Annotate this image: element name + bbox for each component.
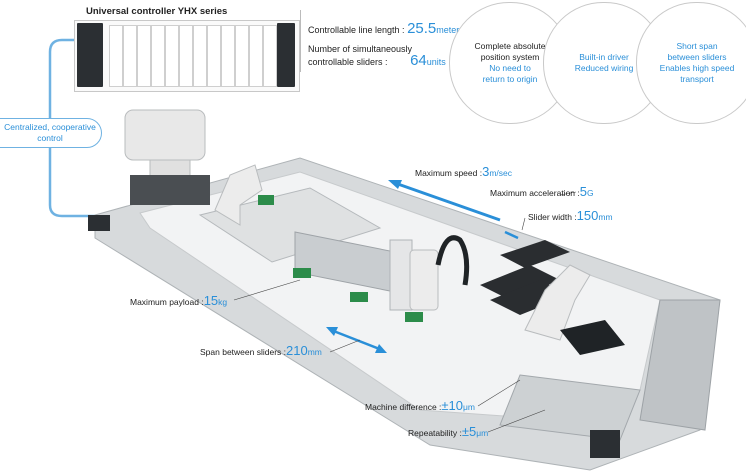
feature-title-2: position system xyxy=(480,52,540,62)
machine-diff-label: Machine difference :±10μm xyxy=(365,398,475,413)
max-accel-value: 5 xyxy=(579,184,587,199)
controller-module-left xyxy=(77,23,103,87)
accel-leader xyxy=(559,191,577,196)
span-arrow xyxy=(330,328,383,352)
max-payload-value: 15 xyxy=(203,293,219,308)
line-length-value: 25.5 xyxy=(407,20,437,37)
controller-illustration xyxy=(74,20,300,92)
speed-arrow-head xyxy=(388,180,402,189)
controller-slot xyxy=(221,25,235,87)
controller-slot xyxy=(249,25,263,87)
span-arrow-head xyxy=(326,327,338,336)
upright-robot xyxy=(409,249,439,311)
span-text: Span between sliders : xyxy=(200,347,286,357)
controller-slot xyxy=(193,25,207,87)
slider-width-value: 150 xyxy=(576,208,599,223)
repeatability-unit: μm xyxy=(476,428,489,438)
max-payload-label: Maximum payload :15kg xyxy=(130,293,227,308)
feature-line-1: Built-in driver xyxy=(579,52,629,62)
articulated-robot xyxy=(214,164,263,226)
line-length-unit: meters xyxy=(436,25,464,35)
machine-leader xyxy=(477,379,521,407)
feature-line-2: between sliders xyxy=(667,52,727,62)
slider-width-label: Slider width :150mm xyxy=(528,208,613,223)
scara-robot xyxy=(124,109,206,161)
column xyxy=(389,239,413,311)
max-payload-text: Maximum payload : xyxy=(130,297,204,307)
slider-module xyxy=(350,292,368,302)
repeat-leader xyxy=(487,409,546,433)
speed-arrow-line xyxy=(394,181,501,222)
max-speed-text: Maximum speed : xyxy=(415,168,483,178)
tray xyxy=(480,265,560,300)
max-payload-unit: kg xyxy=(218,297,228,307)
tray xyxy=(500,240,570,268)
sliders-label-1: Number of simultaneously xyxy=(308,44,413,54)
cooperative-control-badge: Centralized, cooperative control xyxy=(0,118,102,148)
width-arrow xyxy=(504,230,519,240)
width-leader xyxy=(521,217,526,231)
slider-module xyxy=(293,268,311,278)
span-label: Span between sliders :210mm xyxy=(200,343,322,358)
slider-module xyxy=(405,312,423,322)
spec-divider xyxy=(300,10,301,72)
slider-module xyxy=(258,195,274,205)
max-accel-label: Maximum acceleration :5G xyxy=(490,184,594,199)
max-speed-label: Maximum speed :3m/sec xyxy=(415,164,512,179)
slider-width-text: Slider width : xyxy=(528,212,577,222)
feature-line-1: Short span xyxy=(676,41,718,51)
rail-end-block xyxy=(88,215,110,231)
max-speed-unit: m/sec xyxy=(489,168,512,178)
robot-cable xyxy=(435,235,470,286)
right-robot xyxy=(524,264,591,341)
controller-slot xyxy=(151,25,165,87)
repeatability-label: Repeatability :±5μm xyxy=(408,424,488,439)
feature-title-1: Complete absolute xyxy=(474,41,546,51)
controller-title: Universal controller YHX series xyxy=(86,6,228,17)
rail-end-block xyxy=(590,430,620,458)
feature-line-4: transport xyxy=(680,74,714,84)
max-accel-unit: G xyxy=(587,188,594,198)
span-arrow-head xyxy=(375,344,387,353)
slider-width-unit: mm xyxy=(598,212,613,222)
controller-slot xyxy=(165,25,179,87)
machine-diff-text: Machine difference : xyxy=(365,402,442,412)
max-speed-value: 3 xyxy=(482,164,490,179)
controller-slot xyxy=(179,25,193,87)
span-unit: mm xyxy=(307,347,322,357)
repeatability-text: Repeatability : xyxy=(408,428,462,438)
repeatability-value: ±5 xyxy=(461,424,477,439)
feature-sub-2: return to origin xyxy=(482,74,538,84)
sliders-unit: units xyxy=(426,57,446,67)
fixture xyxy=(560,320,625,355)
line-length-spec: Controllable line length : 25.5meters xyxy=(308,20,464,37)
sliders-label-2: controllable sliders : xyxy=(308,57,388,67)
controller-slot xyxy=(109,25,123,87)
span-value: 210 xyxy=(286,343,308,358)
coop-line-2: control xyxy=(37,133,63,143)
sliders-value: 64 xyxy=(410,52,427,69)
payload-leader xyxy=(233,279,301,301)
controller-slot xyxy=(263,25,277,87)
coop-line-1: Centralized, cooperative xyxy=(4,122,96,132)
scara-platform xyxy=(130,175,210,205)
machine-diff-unit: μm xyxy=(463,402,475,412)
sliders-spec: Number of simultaneously controllable sl… xyxy=(308,44,446,68)
feature-line-2: Reduced wiring xyxy=(574,63,634,73)
feature-circle-short-span: Short span between sliders Enables high … xyxy=(636,2,746,124)
controller-slot xyxy=(207,25,221,87)
span-leader xyxy=(329,339,361,353)
rail-end-right xyxy=(639,299,721,431)
feature-circle-absolute: Complete absolute position system No nee… xyxy=(449,2,571,124)
line-length-label: Controllable line length : xyxy=(308,25,405,35)
max-accel-text: Maximum acceleration : xyxy=(490,188,580,198)
machine-diff-value: ±10 xyxy=(441,398,463,413)
controller-module-right xyxy=(277,23,295,87)
feature-sub-1: No need to xyxy=(489,63,531,73)
controller-slot xyxy=(123,25,137,87)
feature-line-3: Enables high speed xyxy=(659,63,735,73)
controller-slot xyxy=(137,25,151,87)
controller-slot xyxy=(235,25,249,87)
